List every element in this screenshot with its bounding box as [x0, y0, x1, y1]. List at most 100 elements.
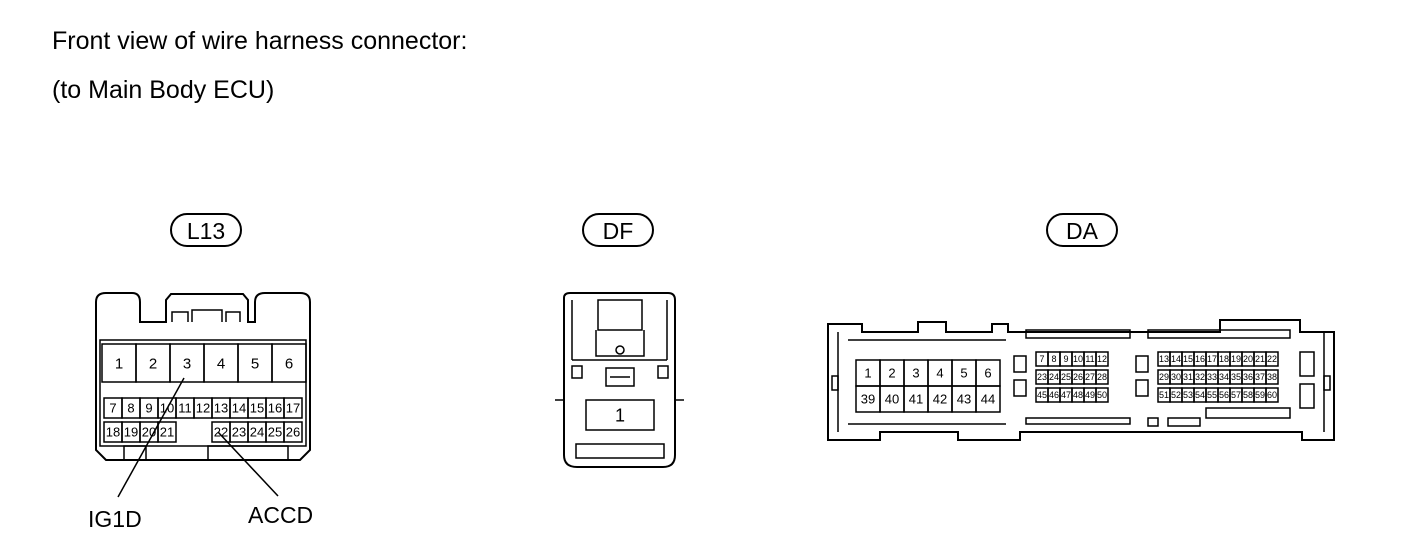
pin-label: 3	[183, 355, 191, 372]
pin-label: 4	[936, 366, 943, 381]
pin-label: 52	[1171, 390, 1181, 400]
callout-label-ig1d: IG1D	[88, 506, 142, 532]
pin-label: 42	[933, 392, 947, 407]
label-badge-df: DF	[582, 213, 654, 247]
pin-label: 19	[1231, 354, 1241, 364]
pin-label: 9	[1063, 354, 1068, 364]
pin-cell	[1095, 387, 1109, 403]
callout-accd: ACCD	[217, 431, 313, 528]
pin-cell	[975, 385, 1001, 413]
pin-label: 17	[286, 401, 300, 416]
pin-label: 9	[145, 401, 152, 416]
pin-label: 53	[1183, 390, 1193, 400]
pin-label: 14	[1171, 354, 1181, 364]
pin-label: 13	[1159, 354, 1169, 364]
pin-cell	[157, 421, 177, 443]
pin-label: 1	[115, 355, 123, 372]
housing-da	[827, 319, 1335, 441]
pin-label: 6	[285, 355, 293, 372]
pin-label: 2	[888, 366, 895, 381]
pin-label: 49	[1085, 390, 1095, 400]
connector-df: DF 1	[555, 213, 684, 468]
pin-label: 51	[1159, 390, 1169, 400]
pin-label: 33	[1207, 372, 1217, 382]
pin-label: 24	[1049, 372, 1059, 382]
pin-label: 22	[1267, 354, 1277, 364]
pin-cell	[1095, 351, 1109, 367]
pin-label: 7	[109, 401, 116, 416]
pin-cell	[1095, 369, 1109, 385]
pin-label: 39	[861, 392, 875, 407]
pin-label: 26	[286, 425, 300, 440]
connector-label-df: DF	[603, 218, 634, 244]
pin-label: 60	[1267, 390, 1277, 400]
pin-label: 13	[214, 401, 228, 416]
pin-label: 2	[149, 355, 157, 372]
pin-label: 5	[960, 366, 967, 381]
pin-label: 11	[1085, 354, 1094, 364]
label-badge-l13: L13	[170, 213, 242, 247]
pin-label: 32	[1195, 372, 1205, 382]
pin-label: 15	[1183, 354, 1193, 364]
pin-label: 37	[1255, 372, 1265, 382]
pin-label: 18	[1219, 354, 1229, 364]
pin-label: 14	[232, 401, 246, 416]
pin-label: 35	[1231, 372, 1241, 382]
pin-label: 16	[1195, 354, 1205, 364]
pin-label: 44	[981, 392, 995, 407]
pin-label: 4	[217, 355, 225, 372]
pin-label: 28	[1097, 372, 1107, 382]
pin-cell	[283, 397, 303, 419]
pin-label: 57	[1231, 390, 1241, 400]
pin-label: 1	[864, 366, 871, 381]
pin-label: 23	[1037, 372, 1047, 382]
pin-label: 21	[1255, 354, 1265, 364]
pin-label: 29	[1159, 372, 1169, 382]
pin-label: 6	[984, 366, 991, 381]
housing-df	[555, 292, 684, 468]
pin-label: 56	[1219, 390, 1229, 400]
pin-label: 54	[1195, 390, 1205, 400]
pin-cell	[585, 399, 655, 431]
pin-label: 50	[1097, 390, 1107, 400]
pin-label: 30	[1171, 372, 1181, 382]
pin-label: 25	[268, 425, 282, 440]
callout-ig1d: IG1D	[88, 377, 185, 532]
pin-label: 19	[124, 425, 138, 440]
pin-label: 12	[1097, 354, 1107, 364]
pin-label: 20	[1243, 354, 1253, 364]
pin-label: 40	[885, 392, 899, 407]
connector-label-da: DA	[1066, 218, 1099, 244]
pin-label: 1	[615, 405, 625, 425]
title-line-1: Front view of wire harness connector:	[52, 27, 468, 55]
callout-label-accd: ACCD	[248, 502, 313, 528]
pin-label: 38	[1267, 372, 1277, 382]
pin-cell	[1265, 369, 1279, 385]
pin-label: 7	[1039, 354, 1044, 364]
pin-label: 31	[1183, 372, 1193, 382]
pin-label: 26	[1073, 372, 1083, 382]
title-line-2: (to Main Body ECU)	[52, 76, 275, 104]
pin-label: 22	[214, 425, 228, 440]
connector-label-l13: L13	[187, 218, 225, 244]
pin-label: 58	[1243, 390, 1253, 400]
pin-grid-df: 1	[585, 399, 655, 431]
pin-label: 55	[1207, 390, 1217, 400]
pin-label: 41	[909, 392, 923, 407]
pin-label: 48	[1073, 390, 1083, 400]
pin-label: 43	[957, 392, 971, 407]
pin-label: 36	[1243, 372, 1253, 382]
pin-label: 5	[251, 355, 259, 372]
pin-cell	[271, 343, 307, 383]
pin-cell	[1265, 387, 1279, 403]
pin-label: 10	[1073, 354, 1083, 364]
pin-label: 12	[196, 401, 210, 416]
pin-label: 46	[1049, 390, 1059, 400]
pin-label: 8	[1051, 354, 1056, 364]
label-badge-da: DA	[1046, 213, 1118, 247]
pin-label: 18	[106, 425, 120, 440]
pin-label: 45	[1037, 390, 1047, 400]
